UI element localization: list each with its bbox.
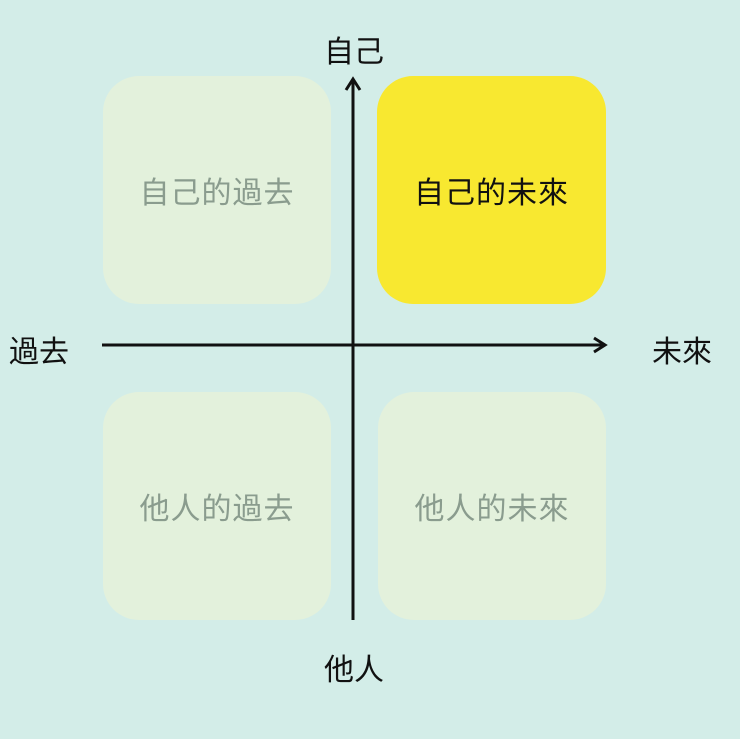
arrow-right-icon — [593, 336, 608, 354]
quadrant-label: 他人的過去 — [139, 492, 295, 527]
axis-label-left: 過去 — [9, 335, 69, 370]
quadrant-others-past: 他人的過去 — [103, 392, 331, 620]
axis-label-bottom: 他人 — [324, 653, 384, 688]
quadrant-self-past: 自己的過去 — [103, 76, 331, 304]
axis-label-top: 自己 — [324, 35, 384, 70]
quadrant-self-future: 自己的未來 — [377, 76, 606, 304]
axis-label-right: 未來 — [652, 335, 712, 370]
quadrant-label: 自己的過去 — [139, 176, 295, 211]
quadrant-others-future: 他人的未來 — [378, 392, 606, 620]
quadrant-label: 他人的未來 — [414, 492, 570, 527]
arrow-up-icon — [344, 76, 362, 91]
quadrant-label: 自己的未來 — [414, 176, 569, 211]
